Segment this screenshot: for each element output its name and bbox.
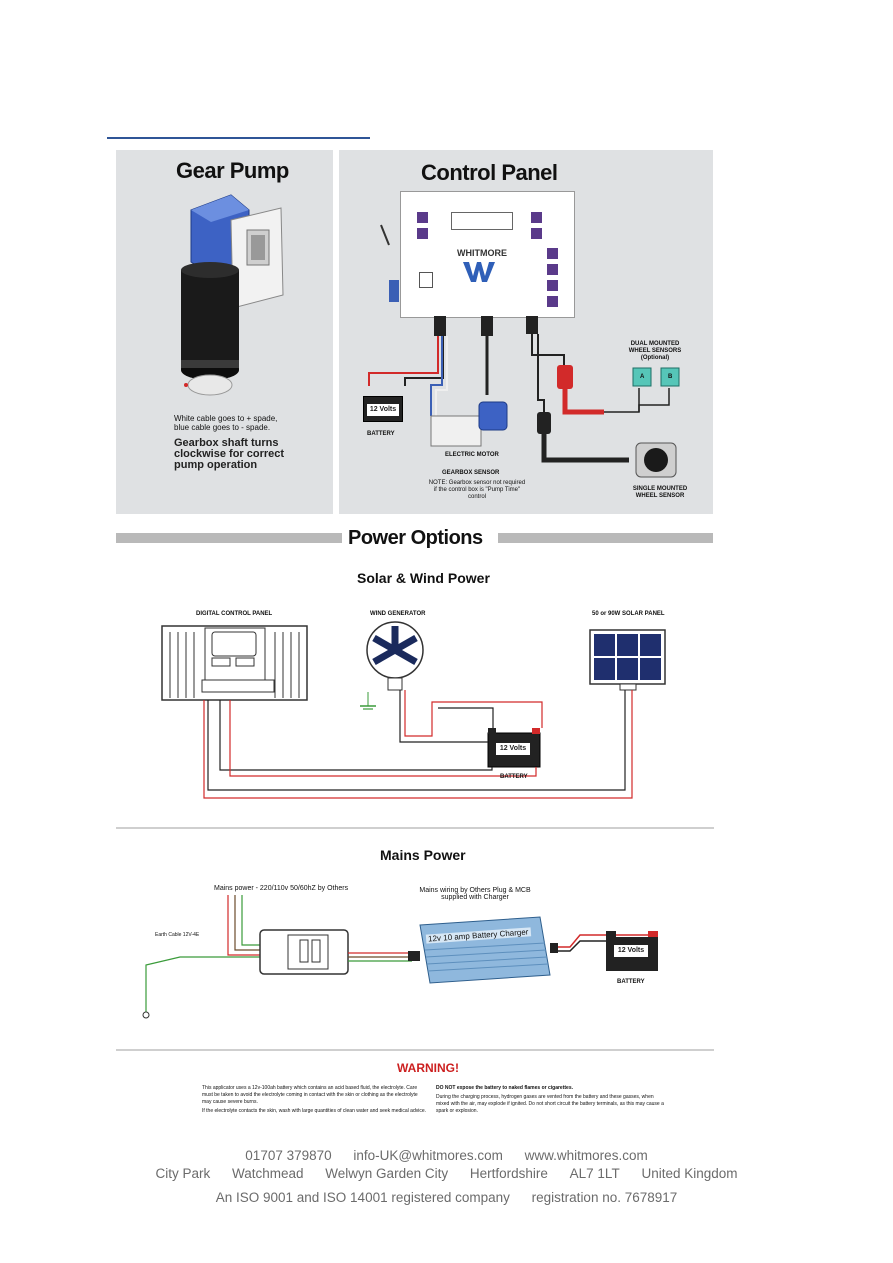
header-accent-line (107, 137, 370, 139)
control-box: WHITMORE (400, 191, 575, 318)
footer-phone[interactable]: 01707 379870 (245, 1148, 332, 1163)
gear-pump-cable-note: White cable goes to + spade, blue cable … (174, 414, 278, 432)
dual-sensors-label: DUAL MOUNTED WHEEL SENSORS (Optional) (628, 341, 682, 361)
gear-pump-title: Gear Pump (176, 158, 289, 183)
gear-pump-illustration (181, 194, 284, 396)
gear-pump-panel: Gear Pump White cable goes to + spade, b… (116, 150, 333, 514)
single-sensor-label: SINGLE MOUNTED WHEEL SENSOR (632, 486, 688, 499)
footer-web[interactable]: www.whitmores.com (524, 1148, 648, 1163)
warning-title: WARNING! (397, 1061, 459, 1075)
mains-battery-volts-label: 12 Volts (614, 945, 648, 957)
footer-address-part: United Kingdom (641, 1166, 738, 1181)
mains-battery-label: BATTERY (617, 979, 645, 985)
digital-panel-label: DIGITAL CONTROL PANEL (196, 611, 273, 617)
mains-diagram (142, 895, 658, 1019)
control-panel-battery: 12 Volts (363, 396, 403, 422)
control-panel-section: Control Panel WHITMORE (339, 150, 713, 514)
warning-left-2: If the electrolyte contacts the skin, wa… (202, 1108, 427, 1114)
brand-logo-icon (463, 262, 495, 282)
footer-address-part: AL7 1LT (569, 1166, 620, 1181)
warning-right-1: During the charging process, hydrogen ga… (436, 1094, 664, 1114)
power-options-rule-right (498, 533, 713, 543)
earth-label: Earth Cable 12V-4E (155, 932, 200, 938)
footer-registration: An ISO 9001 and ISO 14001 registered com… (0, 1190, 893, 1205)
solar-battery-volts-label: 12 Volts (496, 743, 530, 755)
wind-label: WIND GENERATOR (370, 611, 426, 617)
power-options-title: Power Options (348, 527, 483, 549)
battery-volts: 12 Volts (367, 404, 399, 416)
control-box-button[interactable] (417, 212, 428, 223)
warning-right-head: DO NOT expose the battery to naked flame… (436, 1085, 573, 1091)
section-divider (116, 1049, 714, 1051)
control-panel-title: Control Panel (421, 160, 558, 185)
footer-address-part: City Park (155, 1166, 211, 1181)
solar-panel-label: 50 or 90W SOLAR PANEL (592, 611, 665, 617)
control-box-button[interactable] (531, 228, 542, 239)
section-divider (116, 827, 714, 829)
footer-address-part: Hertfordshire (469, 1166, 548, 1181)
gearbox-title: GEARBOX SENSOR (442, 470, 500, 476)
footer-address-part: Welwyn Garden City (325, 1166, 449, 1181)
control-box-button[interactable] (417, 228, 428, 239)
footer-address-part: Watchmead (232, 1166, 304, 1181)
sensor-b-label: B (668, 374, 673, 380)
control-box-brand: WHITMORE (457, 248, 507, 258)
control-box-button[interactable] (531, 212, 542, 223)
solar-battery-label: BATTERY (500, 774, 528, 780)
control-panel-wiring (368, 224, 680, 478)
sensor-a-label: A (640, 374, 645, 380)
battery-label: BATTERY (367, 431, 395, 437)
gear-pump-shaft-note: Gearbox shaft turns clockwise for correc… (174, 437, 285, 471)
control-box-switch[interactable] (419, 272, 433, 288)
control-box-button[interactable] (547, 296, 558, 307)
footer-email[interactable]: info-UK@whitmores.com (353, 1148, 503, 1163)
footer-contact: 01707 379870 info-UK@whitmores.com www.w… (0, 1148, 893, 1163)
solar-wind-title: Solar & Wind Power (357, 570, 490, 586)
mains-title: Mains Power (380, 847, 466, 863)
control-box-display (451, 212, 513, 230)
solar-wind-diagram (161, 621, 666, 799)
footer-reg: registration no. 7678917 (531, 1190, 678, 1205)
warning-left-1: This applicator uses a 12v-100ah battery… (202, 1085, 418, 1105)
control-box-button[interactable] (547, 248, 558, 259)
footer-address: City Park Watchmead Welwyn Garden City H… (0, 1166, 893, 1181)
motor-label: ELECTRIC MOTOR (445, 452, 499, 458)
footer-iso: An ISO 9001 and ISO 14001 registered com… (215, 1190, 510, 1205)
control-box-button[interactable] (547, 264, 558, 275)
control-box-button[interactable] (547, 280, 558, 291)
mains-note: Mains power - 220/110v 50/60hZ by Others (214, 885, 349, 892)
power-options-rule-left (116, 533, 342, 543)
gearbox-note: NOTE: Gearbox sensor not required if the… (428, 480, 526, 500)
mains-wiring-note: Mains wiring by Others Plug & MCB suppli… (419, 887, 531, 901)
